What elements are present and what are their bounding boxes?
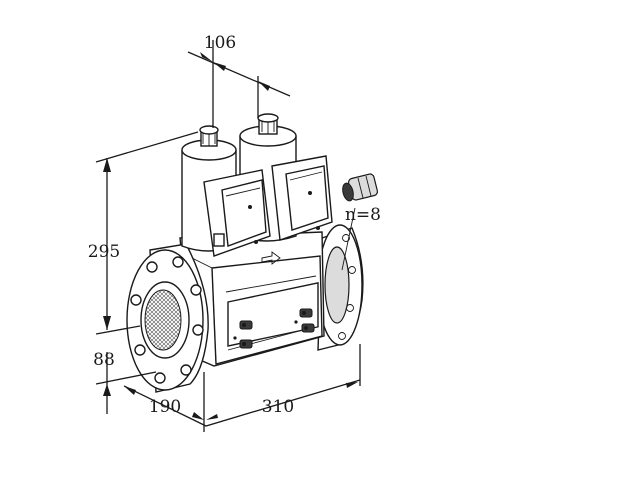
connector-left bbox=[203, 169, 271, 257]
dim-base-height-label: 88 bbox=[93, 350, 115, 370]
cable-gland-detail bbox=[341, 173, 379, 271]
test-nipples bbox=[233, 308, 315, 349]
valve-housing bbox=[179, 231, 325, 367]
nipple-1 bbox=[239, 320, 253, 330]
dim-height-label: 295 bbox=[88, 242, 120, 262]
coil-connectors bbox=[203, 155, 333, 257]
dimension-lines bbox=[95, 40, 361, 432]
inlet-strainer bbox=[144, 289, 182, 351]
flange-bolt-holes bbox=[130, 256, 204, 384]
bolt-count-label: n=8 bbox=[345, 205, 381, 225]
dim-depth-label: 190 bbox=[149, 397, 181, 417]
nipple-4 bbox=[301, 323, 315, 333]
flow-direction-arrow bbox=[261, 251, 281, 265]
right-flange bbox=[317, 224, 364, 351]
dim-length-label: 310 bbox=[262, 397, 294, 417]
double-solenoid-valve bbox=[126, 113, 364, 393]
left-flange bbox=[126, 243, 209, 393]
dim-top-width-label: 106 bbox=[204, 33, 236, 53]
connector-right bbox=[271, 155, 333, 241]
nipple-2 bbox=[239, 339, 253, 349]
nipple-3 bbox=[299, 308, 313, 318]
